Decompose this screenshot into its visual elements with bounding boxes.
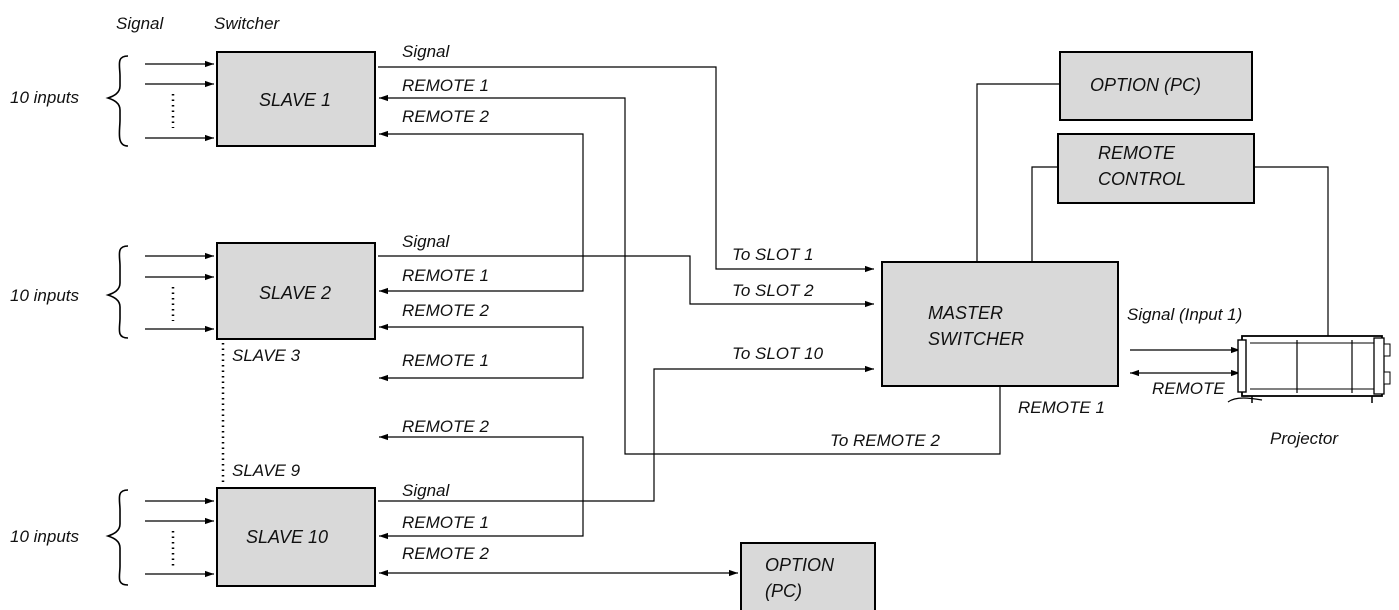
label-signal-input1: Signal (Input 1) bbox=[1127, 305, 1242, 324]
wire-slave1-signal-to-slot1 bbox=[378, 66, 874, 273]
wire-slave10-signal-to-slot10 bbox=[378, 365, 874, 502]
inputs-label-slave1: 10 inputs bbox=[10, 88, 79, 107]
inputs-label-slave2: 10 inputs bbox=[10, 286, 79, 305]
slave-10-label: SLAVE 10 bbox=[246, 527, 328, 547]
slave-9-label: SLAVE 9 bbox=[232, 461, 301, 480]
wire-master-to-option-pc bbox=[976, 83, 1060, 262]
master-switcher-label-line2: SWITCHER bbox=[928, 329, 1024, 349]
inputs-label-slave10: 10 inputs bbox=[10, 527, 79, 546]
remote-control-box bbox=[1057, 133, 1255, 204]
inputs-brace-slave1 bbox=[105, 55, 129, 147]
wire-slave2-remote2-to-slave3-remote1 bbox=[379, 323, 584, 382]
wire-master-to-remote-control bbox=[1031, 166, 1058, 262]
wire-slave2-signal-to-slot2 bbox=[378, 255, 874, 308]
label-slave2-signal: Signal bbox=[402, 232, 450, 251]
slave-2-label: SLAVE 2 bbox=[259, 283, 331, 303]
label-slave1-signal: Signal bbox=[402, 42, 450, 61]
wire-slave1-remote1-to-master-remote2 bbox=[379, 94, 1004, 455]
projector-label: Projector bbox=[1270, 429, 1339, 448]
label-to-slot10: To SLOT 10 bbox=[732, 344, 824, 363]
wire-remote-control-to-projector bbox=[1254, 166, 1329, 337]
wire-slave1-remote2-to-slave2-remote1 bbox=[379, 130, 584, 295]
label-to-slot2: To SLOT 2 bbox=[732, 281, 814, 300]
master-switcher-box bbox=[881, 261, 1119, 387]
label-to-slot1: To SLOT 1 bbox=[732, 245, 814, 264]
label-slave2-remote2: REMOTE 2 bbox=[402, 301, 489, 320]
label-slave10-remote1: REMOTE 1 bbox=[402, 513, 489, 532]
label-slave1-remote2: REMOTE 2 bbox=[402, 107, 489, 126]
slave-2-box bbox=[216, 242, 376, 340]
option-pc-top-box bbox=[1059, 51, 1253, 121]
projector-icon bbox=[1227, 335, 1391, 403]
label-slave3-remote1: REMOTE 1 bbox=[402, 351, 489, 370]
label-to-remote2: To REMOTE 2 bbox=[830, 431, 940, 450]
remote-control-label-line1: REMOTE bbox=[1098, 143, 1176, 163]
option-pc-bottom-label-line2: (PC) bbox=[765, 581, 802, 601]
inputs-brace-slave2 bbox=[105, 245, 129, 339]
header-switcher: Switcher bbox=[214, 14, 281, 33]
wire-slave9-remote2-to-slave10-remote1 bbox=[379, 433, 584, 540]
label-slave1-remote1: REMOTE 1 bbox=[402, 76, 489, 95]
master-switcher-label-line1: MASTER bbox=[928, 303, 1003, 323]
header-signal: Signal bbox=[116, 14, 164, 33]
label-remote: REMOTE bbox=[1152, 379, 1225, 398]
slave-1-label: SLAVE 1 bbox=[259, 90, 331, 110]
slave-1-box bbox=[216, 51, 376, 147]
slave-10-box bbox=[216, 487, 376, 587]
label-slave10-signal: Signal bbox=[402, 481, 450, 500]
remote-control-label-line2: CONTROL bbox=[1098, 169, 1186, 189]
label-master-remote1: REMOTE 1 bbox=[1018, 398, 1105, 417]
label-slave2-remote1: REMOTE 1 bbox=[402, 266, 489, 285]
inputs-brace-slave10 bbox=[105, 489, 129, 586]
option-pc-bottom-label-line1: OPTION bbox=[765, 555, 835, 575]
option-pc-top-label: OPTION (PC) bbox=[1090, 75, 1201, 95]
option-pc-bottom-box bbox=[740, 542, 876, 610]
label-slave9-remote2: REMOTE 2 bbox=[402, 417, 489, 436]
label-slave10-remote2: REMOTE 2 bbox=[402, 544, 489, 563]
slave-3-label: SLAVE 3 bbox=[232, 346, 301, 365]
